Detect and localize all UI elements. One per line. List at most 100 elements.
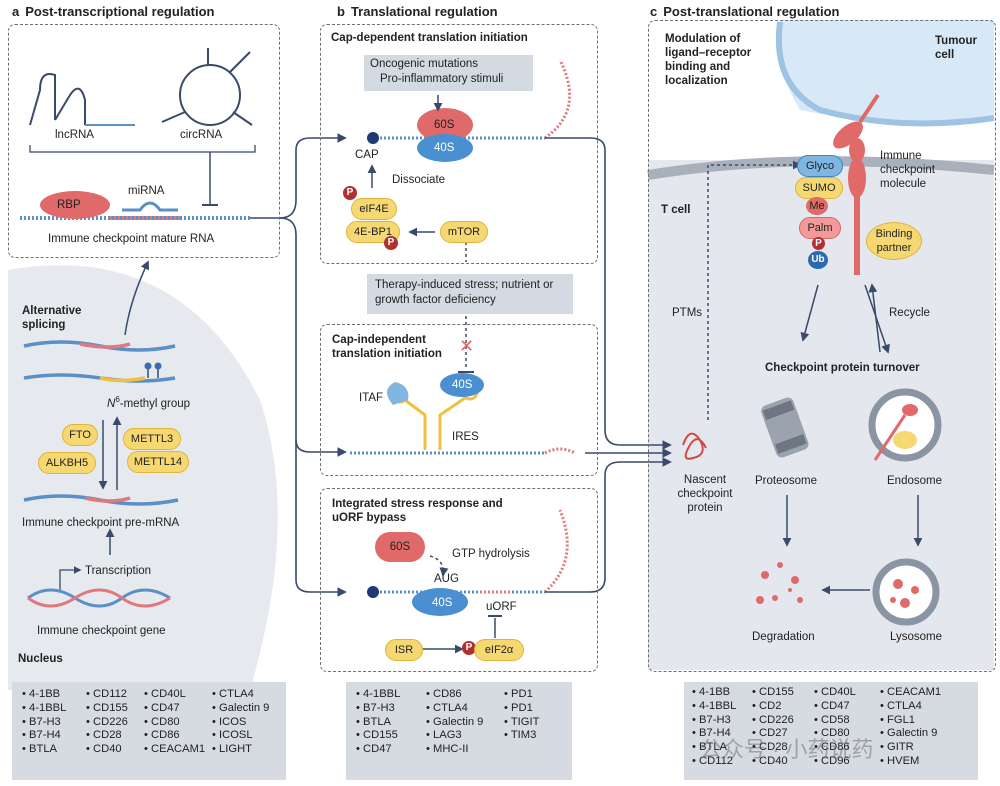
stimuli-box: Oncogenic mutations Pro-inflammatory sti… (364, 55, 533, 91)
list-item: CEACAM1 (144, 743, 205, 757)
mettl14-protein: METTL14 (127, 451, 189, 473)
degradation-fragments (756, 562, 803, 604)
list-item: BTLA (692, 741, 736, 755)
checkpoint-molecule (848, 158, 866, 198)
ribosome-40s-isr (412, 588, 468, 616)
list-a-col-1: 4-1BB4-1BBLB7-H3B7-H4BTLA (22, 688, 66, 757)
watermark: 公众号 · 小药说药 (700, 737, 874, 762)
itaf-protein (386, 382, 409, 405)
panel-c-title-text: Post-translational regulation (663, 4, 840, 19)
list-item: Galectin 9 (426, 716, 483, 730)
list-item: B7-H3 (692, 714, 736, 728)
lysosome-label: Lysosome (890, 631, 942, 643)
alkbh5-protein: ALKBH5 (38, 452, 96, 474)
cap-structure (367, 132, 379, 144)
list-item: CD112 (692, 755, 736, 769)
mature-rna-label: Immune checkpoint mature RNA (48, 233, 215, 245)
list-item: CTLA4 (880, 700, 941, 714)
transcription-label: Transcription (85, 565, 152, 577)
list-item: CD226 (752, 714, 794, 728)
list-item: CD47 (144, 702, 205, 716)
panel-b-title-text: Translational regulation (350, 4, 498, 19)
uorf-label: uORF (486, 601, 517, 613)
panel-c-box (648, 20, 996, 672)
list-item: TIM3 (504, 729, 539, 743)
list-item: B7-H3 (356, 702, 400, 716)
list-item: CD47 (814, 700, 856, 714)
modulation-label: Modulation of ligand–receptor binding an… (665, 33, 752, 87)
list-item: BTLA (22, 743, 66, 757)
list-item: CD112 (86, 688, 128, 702)
list-c-col-3: CD40LCD47CD58CD80CD86CD96 (814, 686, 856, 769)
list-item: Galectin 9 (880, 727, 941, 741)
list-item: GITR (880, 741, 941, 755)
proteosome-structure (761, 397, 809, 458)
alt-splicing-label: Alternative splicing (22, 305, 82, 331)
ribosome-60s (417, 108, 473, 142)
list-c-col-4: CEACAM1CTLA4FGL1Galectin 9GITRHVEM (880, 686, 941, 769)
binding-partner: Binding partner (866, 222, 922, 260)
ptm-dashed-arrow (707, 160, 802, 420)
connector-mature-to-b (250, 133, 347, 219)
panel-a-rna-box (8, 24, 280, 258)
list-item: CD27 (752, 727, 794, 741)
itaf-label: ITAF (359, 392, 384, 404)
list-item: CEACAM1 (880, 686, 941, 700)
me-ptm: Me (806, 197, 828, 215)
methyl-marks (144, 362, 162, 378)
list-item: LIGHT (212, 743, 269, 757)
list-item: CD80 (814, 727, 856, 741)
list-item: CD58 (814, 714, 856, 728)
gene-label: Immune checkpoint gene (37, 625, 166, 637)
list-item: CD28 (752, 741, 794, 755)
rbp-protein (40, 191, 110, 219)
list-b-col-2: CD86CTLA4Galectin 9LAG3MHC-II (426, 688, 483, 757)
p-ptm: P (812, 237, 825, 250)
list-item: B7-H4 (22, 729, 66, 743)
list-item: BTLA (356, 716, 400, 730)
list-a-col-2: CD112CD155CD226CD28CD40 (86, 688, 128, 757)
list-panel-c: 4-1BB4-1BBLB7-H3B7-H4BTLACD112 CD155CD2C… (684, 682, 978, 780)
list-item: PD1 (504, 702, 539, 716)
ribosome-40s (417, 134, 473, 162)
list-item: FGL1 (880, 714, 941, 728)
list-a-col-3: CD40LCD47CD80CD86CEACAM1 (144, 688, 205, 757)
list-item: CTLA4 (426, 702, 483, 716)
mettl3-protein: METTL3 (123, 428, 181, 450)
s60-label: 60S (434, 119, 455, 131)
eif2a-protein: eIF2α (474, 639, 524, 661)
list-item: ICOS (212, 716, 269, 730)
methyl-n: N (107, 397, 116, 410)
spliced-rna-strands (23, 340, 176, 383)
gtp-label: GTP hydrolysis (452, 548, 530, 560)
methyl-sup: 6 (115, 395, 120, 404)
list-b-col-3: PD1PD1TIGITTIM3 (504, 688, 540, 743)
ub-ptm: Ub (808, 251, 828, 269)
recycle-label: Recycle (889, 307, 930, 319)
turnover-label: Checkpoint protein turnover (765, 362, 920, 374)
lncrna-structure (29, 73, 135, 126)
nucleus-region (8, 265, 278, 690)
p-eif4e: P (343, 186, 357, 200)
arrow-nucleus-to-mature (124, 260, 149, 336)
p-4ebp1: P (384, 236, 398, 250)
palm-ptm: Palm (799, 217, 841, 239)
list-item: CTLA4 (212, 688, 269, 702)
stress-box: Therapy-induced stress; nutrient or grow… (367, 274, 573, 314)
lncrna-label: lncRNA (55, 129, 94, 141)
list-c-col-2: CD155CD2CD226CD27CD28CD40 (752, 686, 794, 769)
list-b-col-1: 4-1BBLB7-H3BTLACD155CD47 (356, 688, 400, 757)
list-item: CD28 (86, 729, 128, 743)
s40-label: 40S (434, 142, 455, 154)
pre-mrna-label: Immune checkpoint pre-mRNA (22, 517, 180, 529)
ligand-protein (833, 121, 863, 149)
list-item: CD155 (86, 702, 128, 716)
list-item: CD40L (814, 686, 856, 700)
list-item: PD1 (504, 688, 539, 702)
methyl-label: N6-methyl group (107, 393, 190, 411)
aug-label: AUG (434, 573, 459, 585)
proteosome-label: Proteosome (755, 475, 818, 487)
tumour-cell-membrane (775, 21, 995, 127)
list-item: 4-1BBL (22, 702, 66, 716)
